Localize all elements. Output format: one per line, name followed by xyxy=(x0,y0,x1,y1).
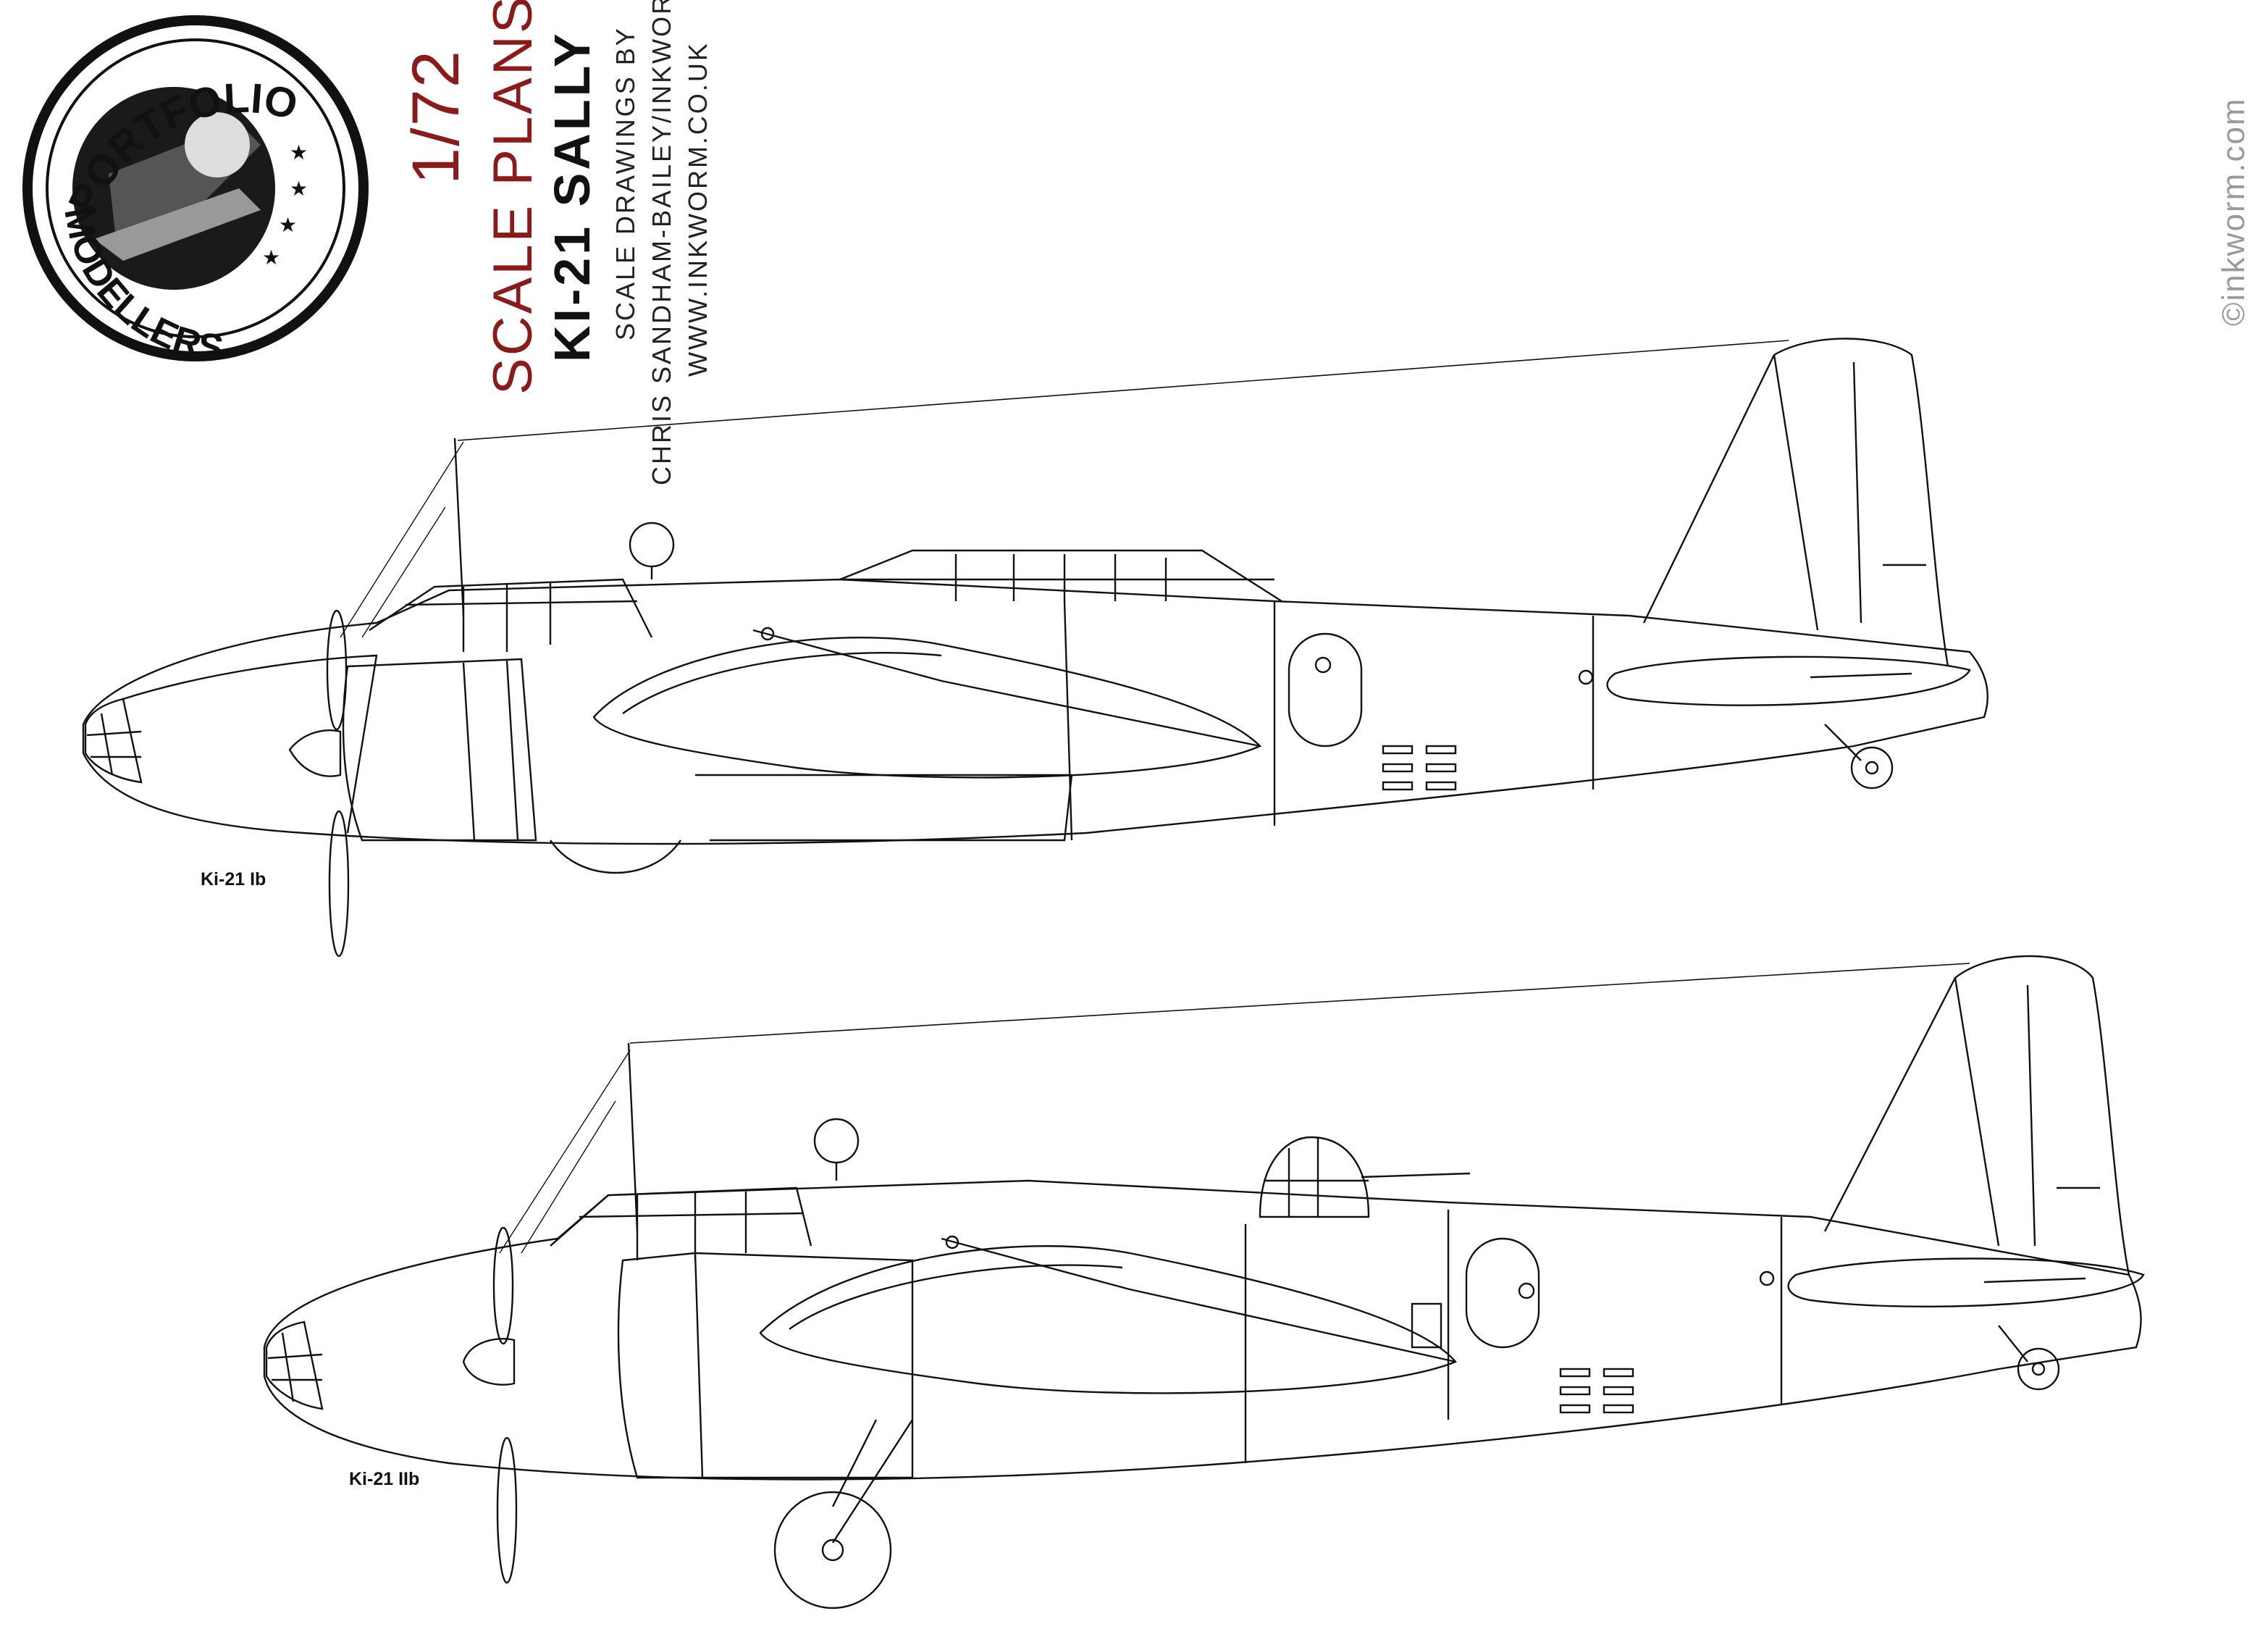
copyright-notice: ©inkworm.com xyxy=(2216,97,2251,326)
svg-text:★: ★ xyxy=(290,177,308,200)
drawing-caption-ki21-iib: Ki-21 IIb xyxy=(349,1469,420,1489)
aircraft-side-view-ki21-ib xyxy=(82,338,1988,958)
svg-text:★: ★ xyxy=(290,141,308,164)
credit-line-1: SCALE DRAWINGS BY xyxy=(610,26,640,340)
credit-website: WWW.INKWORM.CO.UK xyxy=(683,41,713,377)
document-title: KI-21 SALLY xyxy=(544,30,600,362)
modellers-portfolio-logo: PORTFOLIO MODELLERS ★ ★ ★ ★ xyxy=(22,15,369,370)
svg-text:★: ★ xyxy=(279,214,297,236)
credit-line-2: CHRIS SANDHAM-BAILEY/INKWORM xyxy=(647,0,676,485)
svg-text:★: ★ xyxy=(262,246,280,269)
scale-label: 1/72 xyxy=(399,49,473,185)
scale-plans-label: SCALE PLANS xyxy=(482,0,544,395)
aircraft-side-view-ki21-iib xyxy=(263,955,2145,1609)
drawing-caption-ki21-ib: Ki-21 Ib xyxy=(201,869,266,889)
